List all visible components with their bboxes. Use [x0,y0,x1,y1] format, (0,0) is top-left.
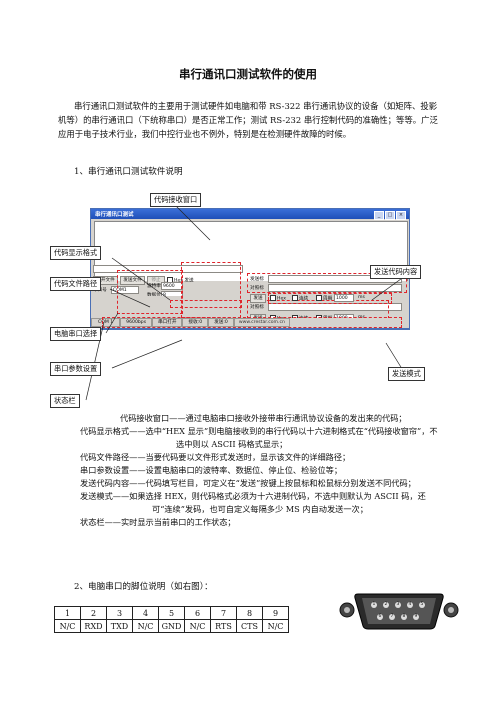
window-titlebar: 串行通讯口测试 _ □ × [91,209,409,220]
status-recv: 接收:0 [182,318,209,327]
pin-signal: N/C [184,619,211,633]
pin-signal-row: N/C RXD TXD N/C GND N/C RTS CTS N/C [54,619,289,633]
pin-number: 3 [106,606,133,620]
callout-receive-window: 代码接收窗口 [150,193,202,207]
pin-table: 1 2 3 4 5 6 7 8 9 N/C RXD TXD N/C GND N/… [54,606,289,633]
pin-number: 2 [80,606,107,620]
data-bits-label: 数据位 [147,292,161,298]
pin-signal: GND [158,619,185,633]
send-area-upper: 发送标 对照标 [248,275,408,299]
pin-number: 7 [210,606,237,620]
send-button[interactable]: 发送 [250,294,266,303]
db9-pin-label: 4 [408,602,412,607]
desc-status-bar: 状态栏——实时显示当前串口的工作状态； [80,517,236,527]
desc-send-mode: 发送模式——如果选择 HEX，则代码格式必须为十六进制代码，不选中则默认为 AS… [80,491,426,514]
pin-signal: N/C [54,619,81,633]
compare-code-input-1[interactable] [268,284,402,292]
hex-checkbox[interactable]: Hex [270,295,286,302]
send-content-box [247,273,407,293]
stop-button[interactable]: 停止 [147,276,165,285]
db9-pin-label: 3 [396,602,400,607]
send-mode-row-1: 发送 Hex 连续 周期 1000 ms [248,294,408,304]
close-icon[interactable]: × [396,210,406,220]
status-bar-highlight [102,317,402,328]
status-send: 发送:0 [208,318,234,327]
desc-hex-format: 代码显示格式——选中“HEX 显示”则电脑接收到的串行代码以十六进制格式在“代码… [80,426,438,449]
continuous-checkbox[interactable]: 连续 [292,295,308,302]
db9-pin-label: 9 [414,614,418,619]
db9-pin-label: 5 [420,602,424,607]
pin-signal: TXD [106,619,133,633]
db9-pin-label: 8 [402,614,406,619]
callout-send-mode: 发送模式 [388,367,425,381]
callout-send-content: 发送代码内容 [370,265,422,279]
status-open: 串口打开 [152,318,183,327]
section-1-heading: 1、串行通讯口测试软件说明 [74,167,183,177]
file-path-input[interactable] [93,265,243,273]
pin-number: 8 [236,606,263,620]
page-title: 串行通讯口测试软件的使用 [179,67,317,81]
send-file-button[interactable]: 发送文件 [120,276,145,285]
status-bar: COM 1 9600bps 串口打开 接收:0 发送:0 www.crestar… [91,318,407,327]
description-list: 代码接收窗口——通过电脑串口接收外接带串行通讯协议设备的发出来的代码； 代码显示… [80,412,444,529]
desc-receive-window: 代码接收窗口——通过电脑串口接收外接带串行通讯协议设备的发出来的代码； [120,413,407,423]
pin-signal: RTS [210,619,237,633]
callout-hex-format: 代码显示格式 [50,246,102,260]
pin-signal: N/C [262,619,289,633]
send-mode-box [268,293,392,304]
pin-signal: RXD [80,619,107,633]
desc-port-params: 串口参数设置——设置电脑串口的波特率、数据位、停止位、检验位等； [80,465,343,475]
period-checkbox[interactable]: 周期 [316,295,332,302]
pin-signal: CTS [236,619,263,633]
hex-format-highlight [170,300,242,308]
db9-pin-label: 1 [372,602,376,607]
pin-number: 1 [54,606,81,620]
pin-number-row: 1 2 3 4 5 6 7 8 9 [54,606,289,620]
section-2-heading: 2、电脑串口的脚位说明（如右图）： [74,582,213,592]
callout-port-select: 电脑串口选择 [50,327,102,341]
desc-file-path: 代码文件路径——当要代码要以文件形式发送时，显示该文件的详细路径； [80,452,351,462]
db9-pin-label: 7 [390,614,394,619]
minimize-icon[interactable]: _ [374,210,384,220]
pin-number: 4 [132,606,159,620]
status-url: www.crestar.com.cn [233,318,290,327]
pin-signal: N/C [132,619,159,633]
desc-send-content: 发送代码内容——代码填写栏目，可定义在“发送”按键上按鼠标和松鼠标分别发送不同代… [80,478,416,488]
pin-number: 5 [158,606,185,620]
db9-connector-image [339,593,459,630]
status-baud: 9600bps [120,318,153,327]
maximize-icon[interactable]: □ [385,210,395,220]
db9-pin-label: 2 [384,602,388,607]
db9-pin-labels: 1 2 3 4 5 6 7 8 9 [338,588,460,632]
callout-port-params: 串口参数设置 [50,362,102,376]
period-input[interactable]: 1000 [334,294,354,302]
callout-file-path: 代码文件路径 [50,277,102,291]
callout-status-bar: 状态栏 [50,394,80,408]
baud-label: 波特率 [147,284,161,289]
status-com: COM 1 [91,318,121,327]
pin-number: 6 [184,606,211,620]
intro-paragraph: 串行通讯口测试软件的主要用于测试硬件如电脑和带 RS-322 串行通讯协议的设备… [58,101,438,139]
window-title: 串行通讯口测试 [95,212,134,218]
db9-pin-label: 6 [378,614,382,619]
send-code-input[interactable] [268,275,402,283]
pin-number: 9 [262,606,289,620]
